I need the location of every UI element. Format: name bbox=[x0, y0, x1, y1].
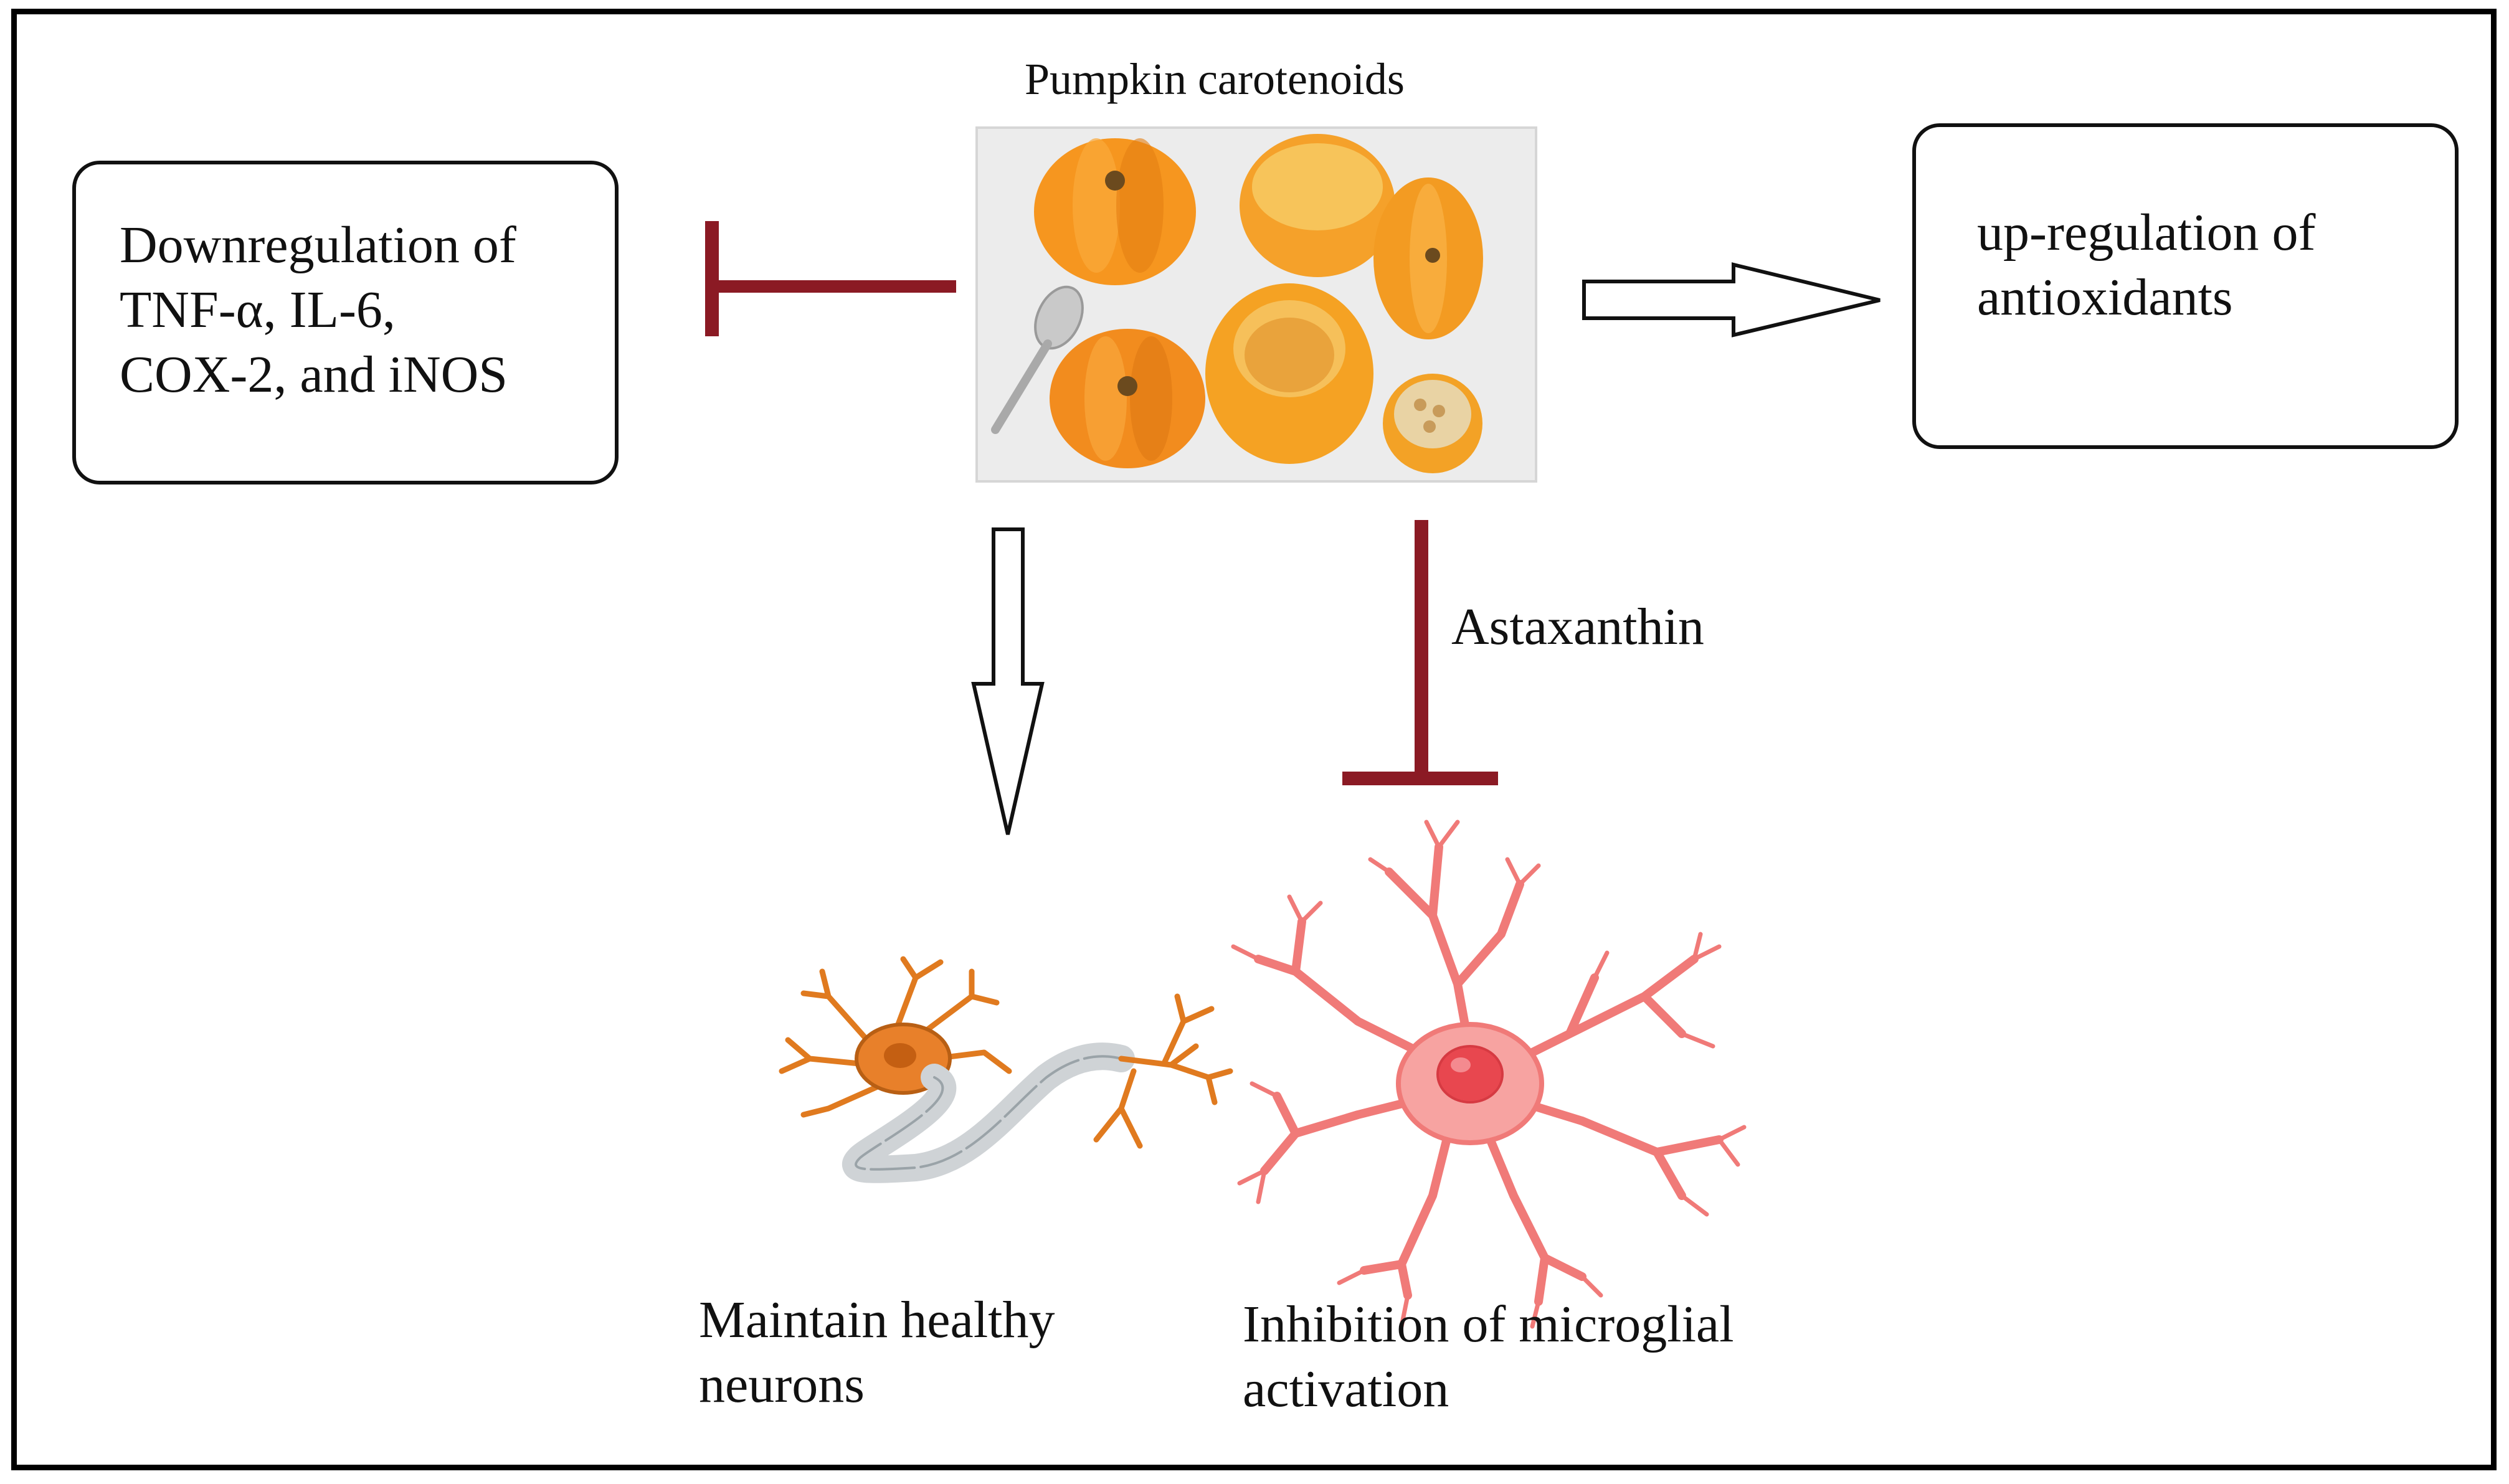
microglia-label: Inhibition of microglial activation bbox=[1243, 1295, 1734, 1418]
astaxanthin-label: Astaxanthin bbox=[1451, 598, 1704, 656]
activate-arrow-right bbox=[1582, 262, 1881, 338]
upregulation-box: up-regulation of antioxidants bbox=[1912, 123, 2459, 449]
inhibit-arrow-left bbox=[705, 221, 956, 336]
upregulation-text: up-regulation of antioxidants bbox=[1977, 204, 2316, 326]
neuron-label: Maintain healthy neurons bbox=[699, 1291, 1055, 1414]
neuron-illustration bbox=[779, 956, 1233, 1183]
diagram-title: Pumpkin carotenoids bbox=[1025, 54, 1405, 104]
downregulation-text: Downregulation of TNF-α, IL-6, COX-2, an… bbox=[120, 216, 516, 404]
microglia-illustration bbox=[1231, 820, 1747, 1329]
downregulation-box: Downregulation of TNF-α, IL-6, COX-2, an… bbox=[72, 161, 619, 484]
inhibit-arrow-down bbox=[1342, 520, 1498, 785]
pumpkin-photo bbox=[975, 126, 1537, 483]
activate-arrow-down bbox=[971, 527, 1045, 835]
figure-border bbox=[11, 9, 2497, 1470]
